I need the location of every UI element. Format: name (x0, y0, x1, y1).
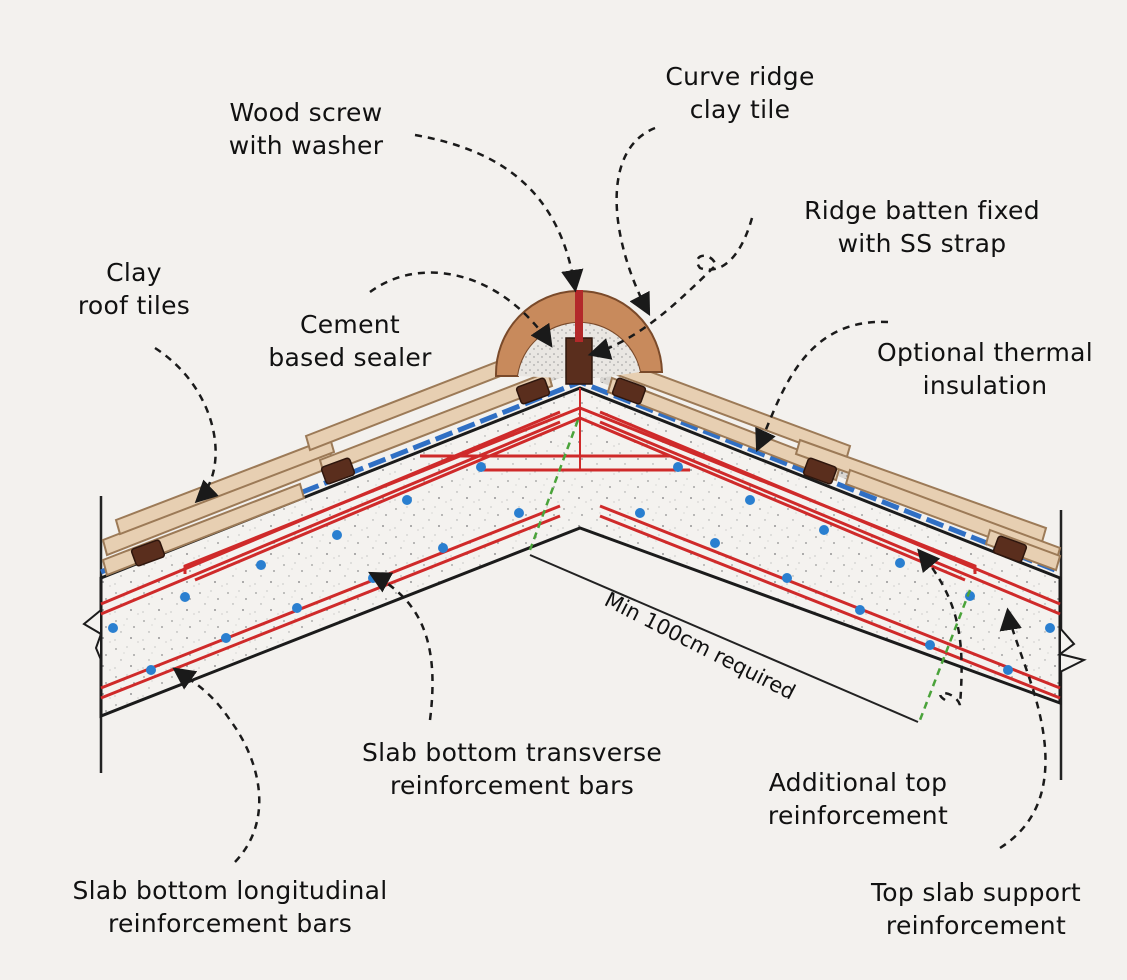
right-bottom-rebar (599, 504, 1061, 700)
slab-break-left (82, 607, 103, 661)
leader-wood-screw (414, 133, 584, 293)
slab-break-right (1057, 625, 1087, 674)
tile-battens (130, 377, 1028, 567)
leader-bottom-transverse (368, 571, 434, 721)
leader-thermal-insulation (755, 320, 889, 453)
leader-cement-sealer (369, 271, 553, 348)
leader-top-support (999, 607, 1047, 850)
leader-curve-ridge (615, 126, 656, 316)
ridge-batten (565, 337, 593, 385)
leader-clay-tiles (154, 346, 219, 504)
wood-screw (575, 290, 583, 342)
dimension-line (529, 554, 919, 723)
leader-additional-top (917, 548, 963, 706)
leader-bottom-longitudinal (172, 667, 261, 863)
leader-lines (154, 126, 1047, 863)
